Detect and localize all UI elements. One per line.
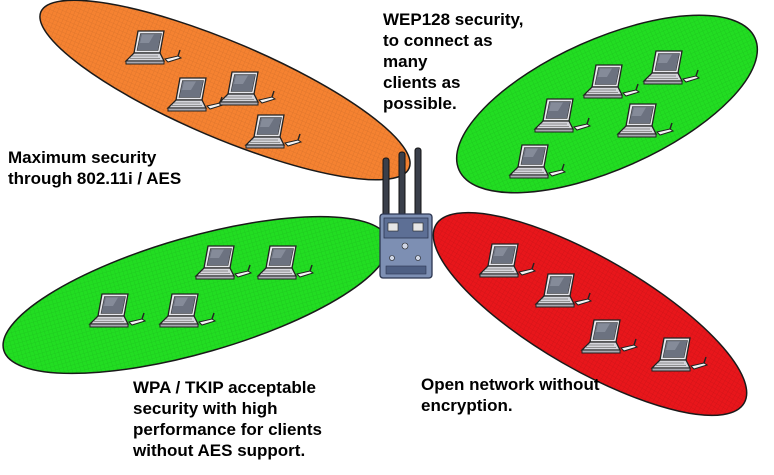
- green-top-zone-label: WEP128 security, to connect as many clie…: [383, 9, 523, 114]
- label-line: without AES support.: [133, 441, 306, 460]
- label-line: WEP128 security,: [383, 10, 524, 29]
- label-line: encryption.: [421, 396, 513, 415]
- label-line: through 802.11i / AES: [8, 169, 182, 188]
- label-line: Open network without: [421, 375, 600, 394]
- access-point-router-icon: [379, 147, 433, 279]
- label-line: performance for clients: [133, 420, 322, 439]
- label-line: to connect as: [383, 31, 493, 50]
- label-line: many: [383, 52, 428, 71]
- orange-zone: [39, 0, 411, 181]
- green-top-zone: [455, 14, 759, 194]
- orange-zone-label: Maximum security through 802.11i / AES: [8, 147, 181, 189]
- label-line: clients as: [383, 73, 461, 92]
- green-bottom-zone: [2, 215, 390, 375]
- label-line: security with high: [133, 399, 278, 418]
- label-line: Maximum security: [8, 148, 157, 167]
- label-line: possible.: [383, 94, 457, 113]
- red-zone: [432, 211, 748, 417]
- label-line: WPA / TKIP acceptable: [133, 378, 316, 397]
- red-zone-label: Open network without encryption.: [421, 374, 600, 416]
- green-bottom-zone-label: WPA / TKIP acceptable security with high…: [133, 377, 322, 461]
